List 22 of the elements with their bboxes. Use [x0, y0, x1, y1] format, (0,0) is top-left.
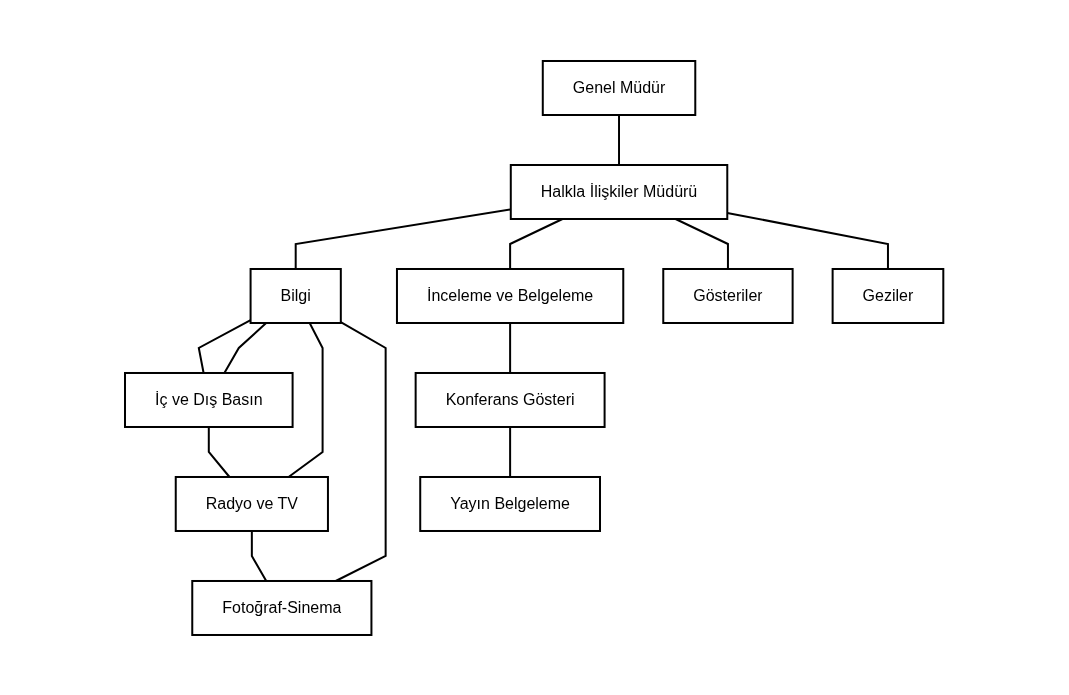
- connector: [198, 318, 252, 374]
- connector: [251, 529, 268, 582]
- connector: [287, 321, 324, 478]
- connector: [208, 425, 231, 478]
- node-box: Halkla İlişkiler Müdürü: [510, 163, 729, 220]
- connector: [509, 217, 564, 270]
- node-box: Genel Müdür: [542, 59, 697, 116]
- node-box: Geziler: [831, 267, 945, 324]
- connector: [335, 320, 387, 582]
- node-box: Gösteriler: [662, 267, 794, 324]
- node-box: İç ve Dış Basın: [124, 371, 294, 428]
- connector: [509, 425, 512, 478]
- node-box: Fotoğraf-Sinema: [191, 579, 373, 636]
- node-box: Yayın Belgeleme: [419, 475, 602, 532]
- connector: [618, 113, 621, 166]
- node-box: İnceleme ve Belgeleme: [396, 267, 625, 324]
- connector: [674, 217, 730, 270]
- connector: [223, 321, 268, 374]
- connector: [509, 321, 512, 374]
- node-box: Radyo ve TV: [175, 475, 330, 532]
- node-box: Konferans Gösteri: [415, 371, 606, 428]
- node-box: Bilgi: [249, 267, 343, 324]
